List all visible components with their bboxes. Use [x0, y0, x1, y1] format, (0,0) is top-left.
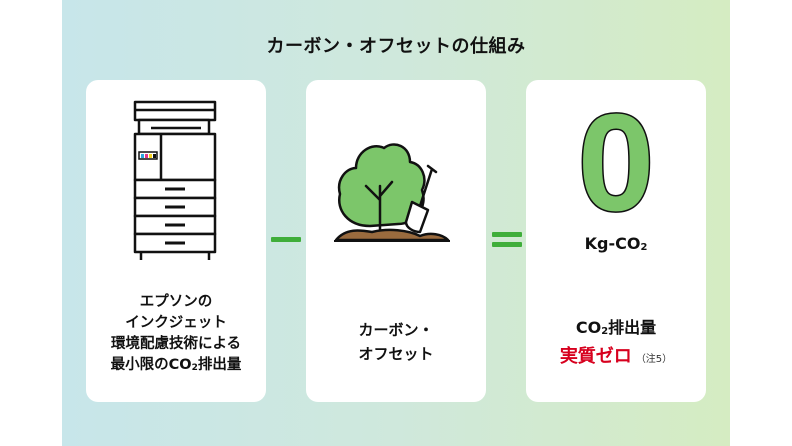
equals-bar — [492, 241, 522, 247]
card-inkjet-line: エプソンの — [139, 294, 213, 310]
card-inkjet-text: エプソンの インクジェット 環境配慮技術による 最小限のCO2排出量 — [86, 292, 266, 379]
equals-operator — [492, 228, 522, 250]
text-fragment: CO — [575, 318, 602, 337]
text-fragment: Kg-CO — [584, 234, 641, 253]
card-carbon-offset: カーボン・ オフセット — [306, 80, 486, 402]
equals-bar — [492, 231, 522, 237]
card-carbon-offset-line: オフセット — [358, 345, 434, 363]
diagram-title: カーボン・オフセットの仕組み — [266, 36, 526, 57]
footnote-ref: （注5） — [635, 354, 673, 365]
subscript: 2 — [640, 241, 648, 253]
printer-icon — [133, 100, 217, 260]
zero-unit: Kg-CO2 — [526, 234, 706, 253]
text-fragment: 最小限のCO — [110, 357, 192, 373]
tree-shovel-icon — [334, 143, 450, 242]
text-fragment: 排出量 — [197, 357, 242, 373]
zero-value: 0 — [578, 100, 655, 230]
card-zero-emission: 0 Kg-CO2 CO2排出量 実質ゼロ（注5） — [526, 80, 706, 402]
effectively-zero-text: 実質ゼロ — [559, 346, 632, 367]
subscript: 2 — [601, 325, 609, 337]
minus-bar — [271, 236, 301, 242]
card-inkjet-line: インクジェット — [125, 315, 227, 331]
card-inkjet: エプソンの インクジェット 環境配慮技術による 最小限のCO2排出量 — [86, 80, 266, 402]
minus-operator — [271, 228, 301, 250]
card-carbon-offset-text: カーボン・ オフセット — [306, 318, 486, 366]
card-inkjet-line: 環境配慮技術による — [110, 336, 242, 352]
zero-figure: 0 — [576, 100, 656, 230]
card-carbon-offset-line: カーボン・ — [358, 321, 434, 339]
diagram-panel: カーボン・オフセットの仕組み — [62, 0, 730, 446]
emission-label: CO2排出量 — [526, 314, 706, 338]
emission-result: 実質ゼロ（注5） — [526, 342, 706, 368]
subscript: 2 — [191, 362, 198, 373]
card-inkjet-line: 最小限のCO2排出量 — [86, 355, 266, 379]
text-fragment: 排出量 — [608, 318, 657, 337]
